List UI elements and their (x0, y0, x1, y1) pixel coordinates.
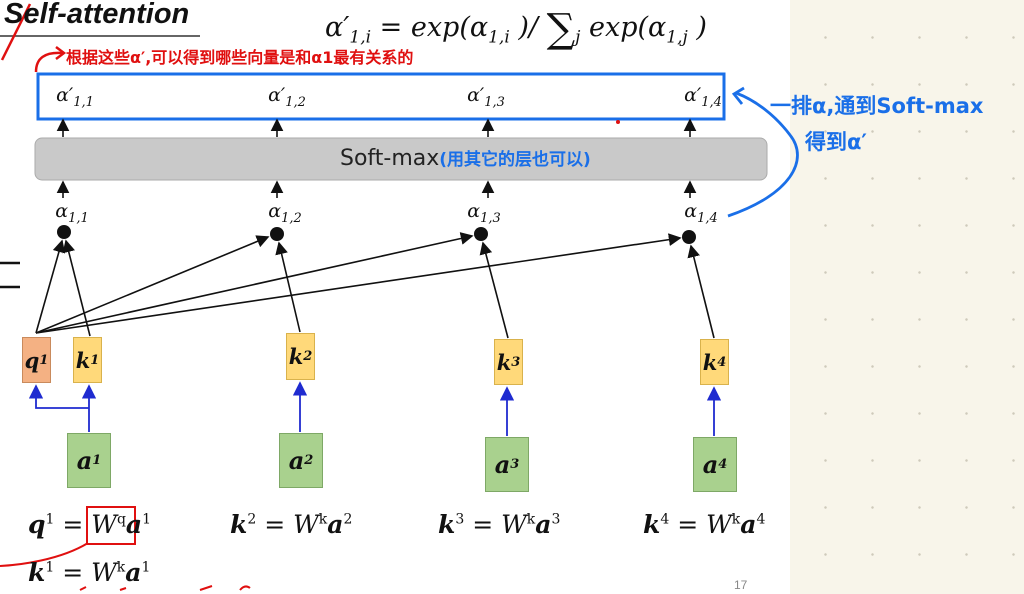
softmax-label: Soft-max(用其它的层也可以) (340, 146, 591, 171)
softmax-output-arrows (56, 118, 697, 198)
softmax-note: (用其它的层也可以) (439, 150, 591, 170)
alpha-1-1: α1,1 (55, 200, 89, 226)
blue-annotation-line2: 得到α′ (805, 130, 867, 154)
softmax-bar (34, 137, 768, 181)
alpha-1-3: α1,3 (467, 200, 501, 226)
alpha-1-2: α1,2 (268, 200, 302, 226)
red-dot-mark (616, 120, 620, 124)
projection-arrows (28, 381, 722, 436)
attention-arrows (35, 232, 715, 339)
alpha-1-4: α1,4 (684, 200, 718, 226)
red-ink-strokes (0, 3, 251, 591)
red-annotation-top: 根据这些α′,可以得到哪些向量是和α1最有关系的 (66, 48, 414, 67)
alpha-prime-1-4: α′1,4 (684, 84, 722, 110)
notes-margin (790, 0, 1024, 594)
blue-annotation-line1: 一排α,通到Soft-max (770, 94, 984, 118)
page-number: 17 (734, 578, 748, 592)
equation-k3: k3 = Wka3 (438, 510, 561, 539)
alpha-prime-1-1: α′1,1 (56, 84, 94, 110)
slide-title: Self-attention (4, 0, 190, 30)
alpha-prime-1-3: α′1,3 (467, 84, 505, 110)
dot-product-nodes (57, 225, 696, 244)
equation-k1: k1 = Wka1 (28, 558, 151, 587)
blue-ink-strokes (727, 86, 799, 218)
softmax-formula: α′1,i = exp(α1,i )/ ∑j exp(α1,j ) (325, 6, 707, 52)
margin-equals-marks (0, 261, 20, 289)
equation-q1: q1 = Wqa1 (28, 510, 152, 539)
equation-k2: k2 = Wka2 (230, 510, 353, 539)
alpha-prime-1-2: α′1,2 (268, 84, 306, 110)
alpha-prime-highlight-box (36, 72, 726, 121)
equation-k4: k4 = Wka4 (643, 510, 766, 539)
